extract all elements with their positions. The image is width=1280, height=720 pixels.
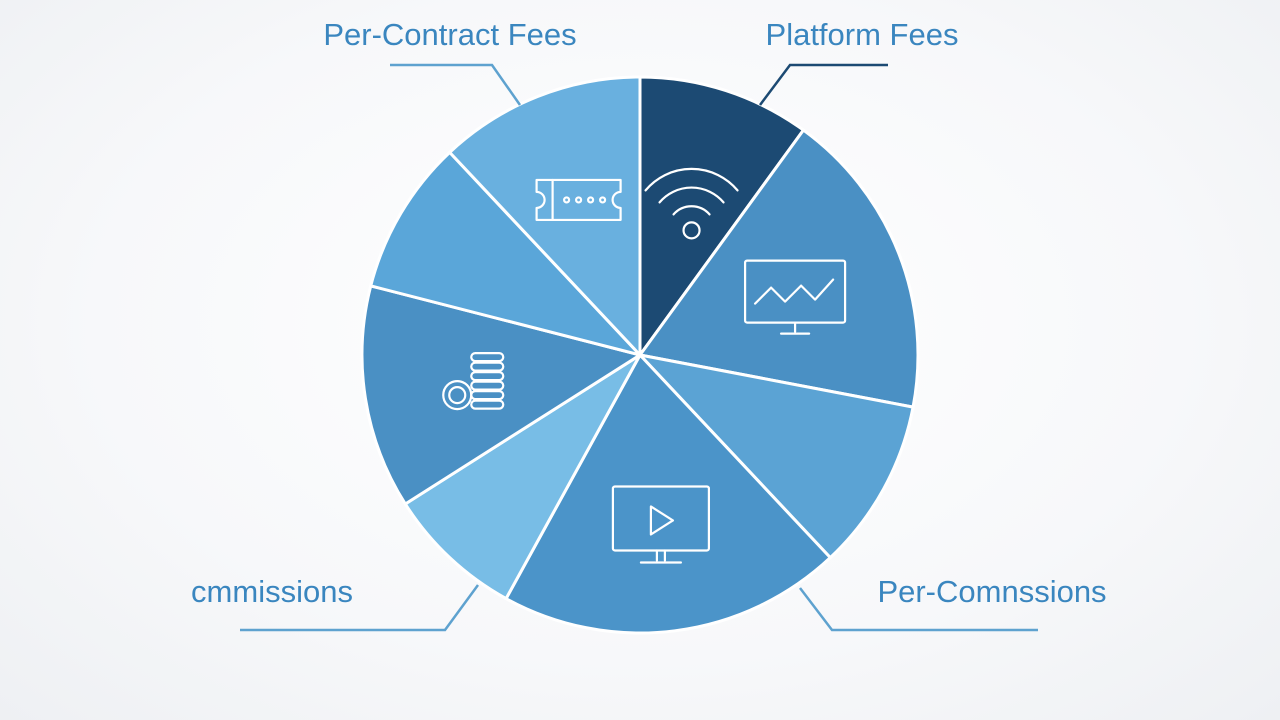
slice-video bbox=[504, 352, 833, 635]
slice-icons bbox=[442, 167, 847, 564]
wifi-icon bbox=[644, 167, 739, 240]
pie-slices bbox=[360, 75, 920, 635]
slice-coins bbox=[360, 284, 644, 507]
leader-line-per-contract bbox=[390, 63, 522, 106]
leader-line-platform bbox=[759, 63, 888, 106]
monitor-chart-icon bbox=[743, 259, 847, 335]
label-commissions: cmmissions bbox=[191, 574, 353, 609]
ticket-icon bbox=[535, 178, 622, 222]
monitor-play-icon bbox=[611, 485, 711, 564]
slice-left-upper bbox=[368, 150, 645, 358]
label-per-commissions: Per-Comnssions bbox=[877, 574, 1106, 609]
slice-monitor-chart bbox=[637, 127, 920, 409]
leader-line-commissions bbox=[240, 584, 480, 632]
leader-line-per-commissions bbox=[799, 587, 1038, 632]
label-per-contract-fees: Per-Contract Fees bbox=[323, 17, 576, 52]
slice-per-contract bbox=[447, 75, 642, 359]
slice-platform-fees bbox=[638, 75, 806, 360]
label-platform-fees: Platform Fees bbox=[766, 17, 959, 52]
slice-right-lower bbox=[635, 352, 915, 560]
slice-left-lower bbox=[403, 353, 642, 601]
coin-stack-icon bbox=[442, 351, 505, 411]
